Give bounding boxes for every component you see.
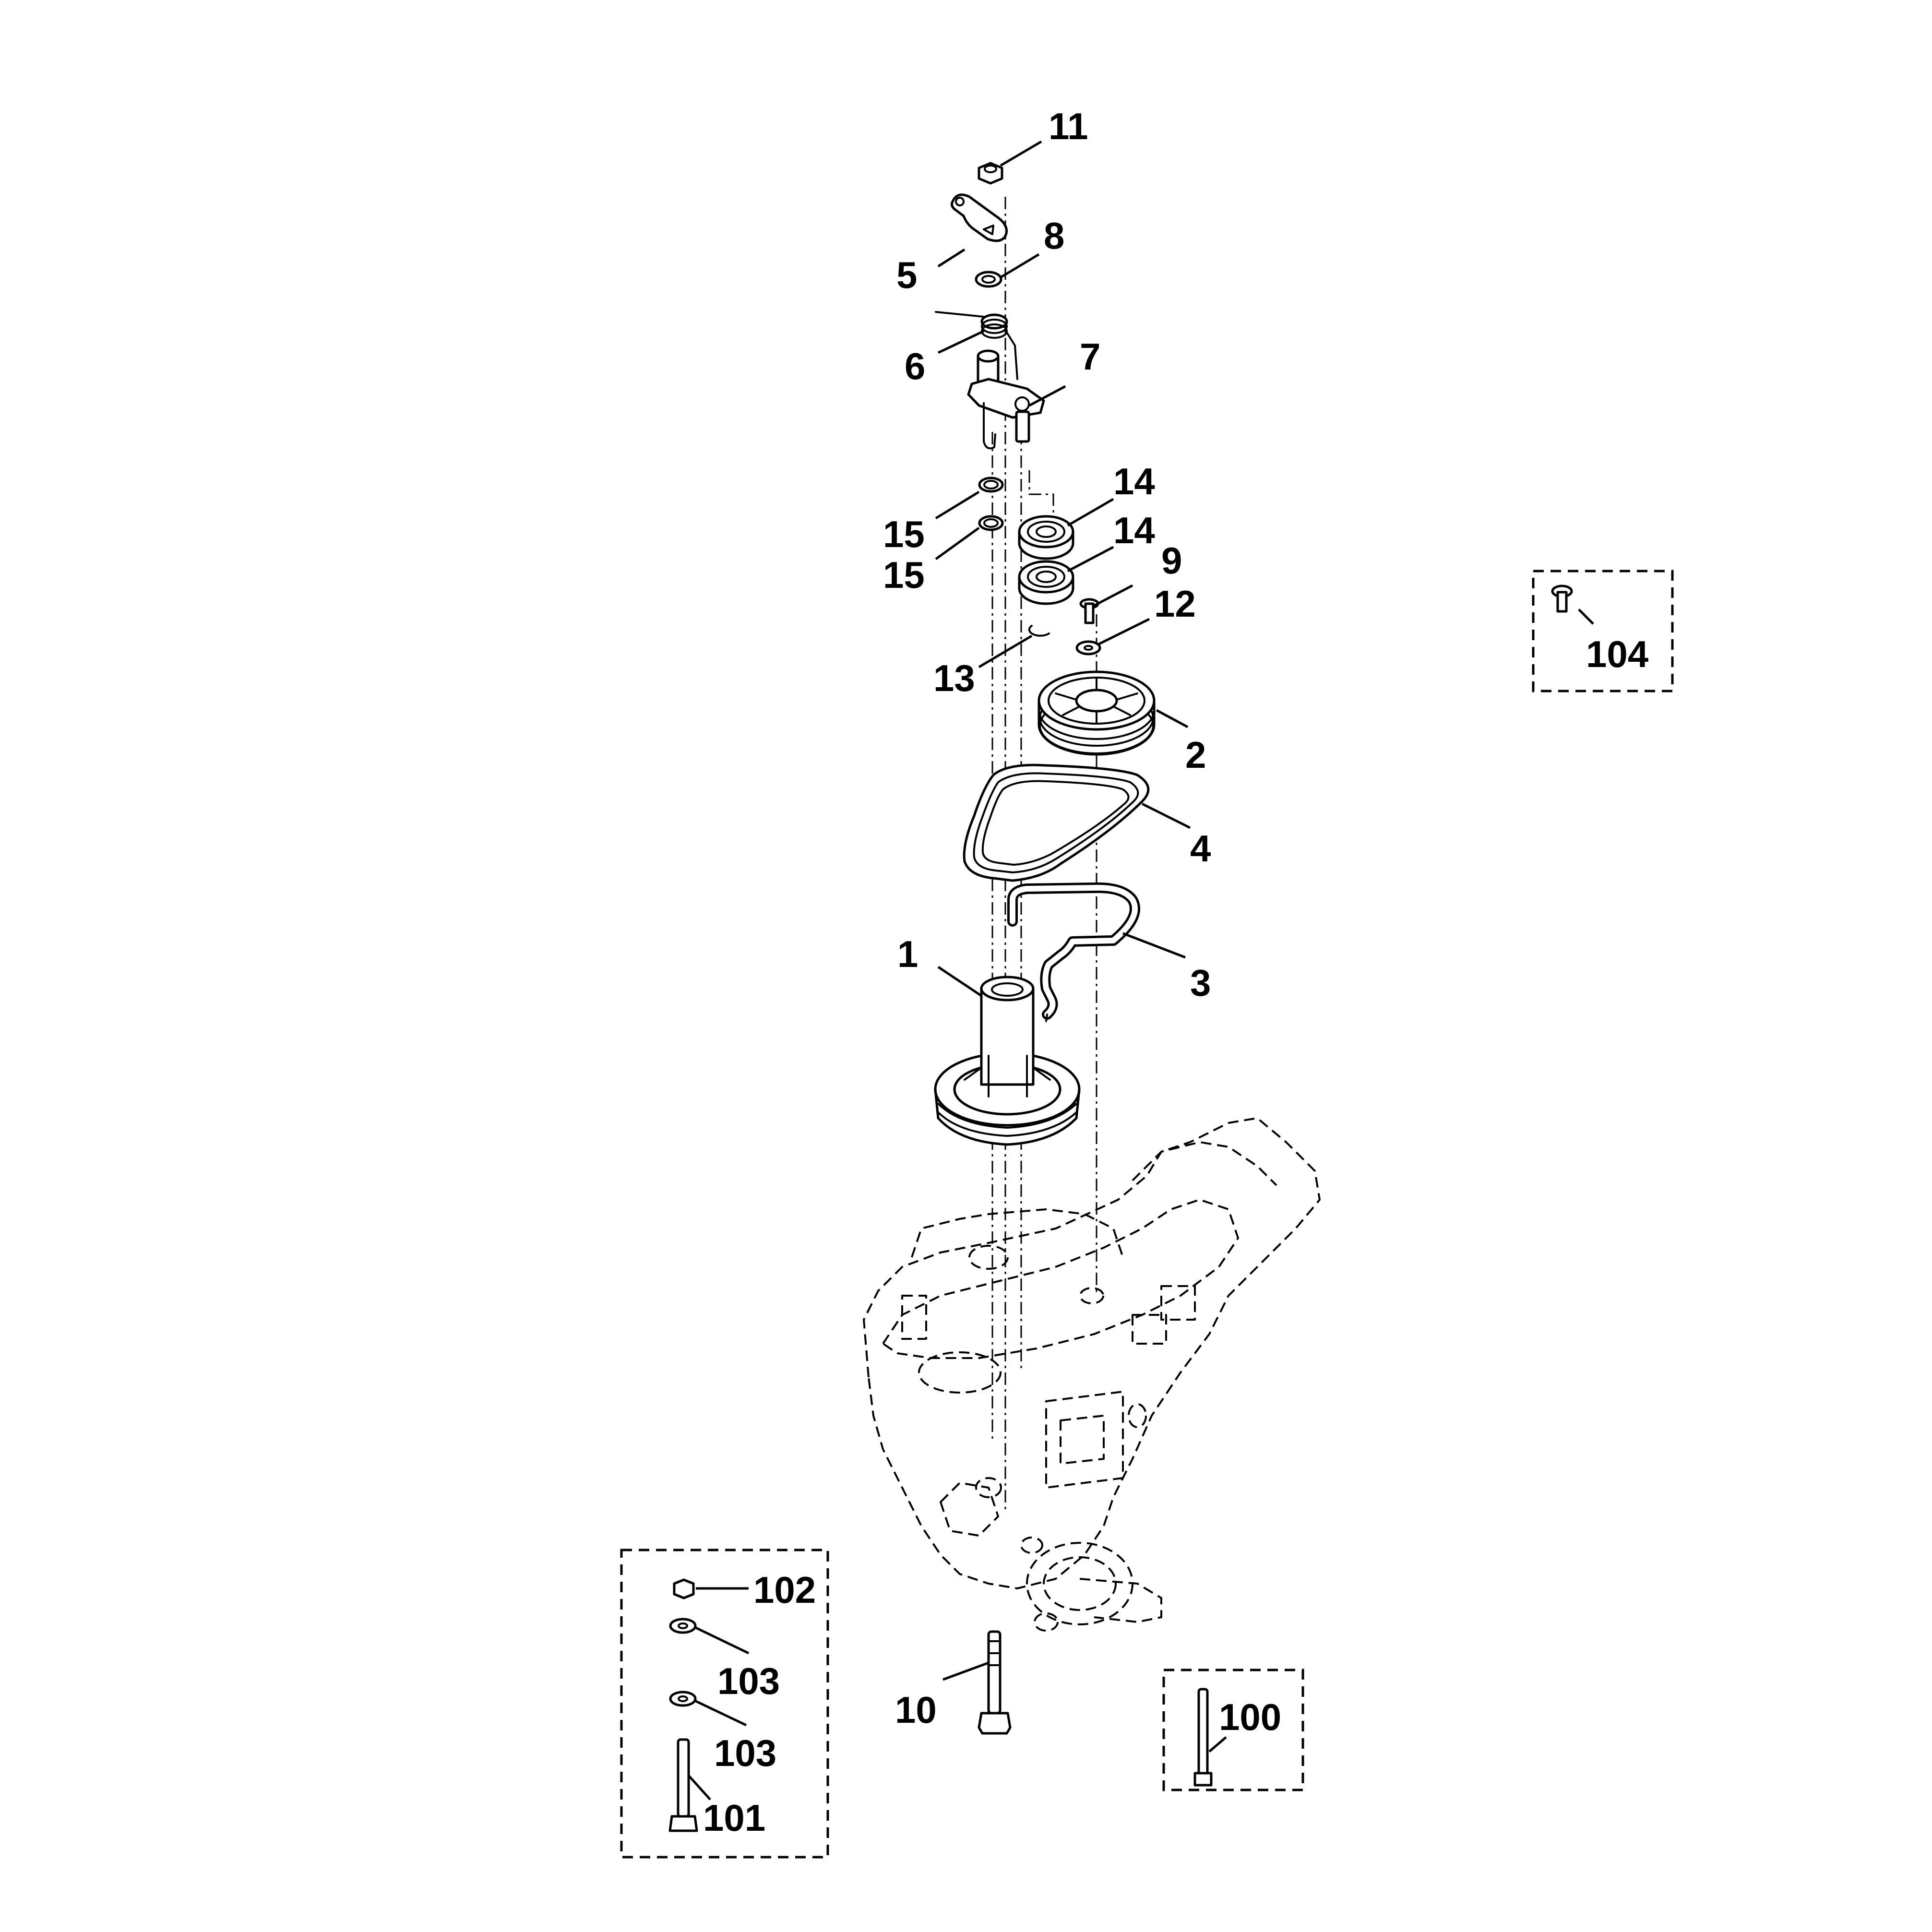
label-part-5: 5 bbox=[896, 254, 917, 296]
part-13-circlip bbox=[1028, 625, 1050, 637]
label-part-14-upper: 14 bbox=[1113, 460, 1155, 502]
label-part-8: 8 bbox=[1044, 215, 1064, 257]
label-part-11: 11 bbox=[1049, 105, 1088, 147]
label-part-9: 9 bbox=[1161, 539, 1182, 582]
label-part-3: 3 bbox=[1190, 962, 1211, 1004]
label-part-15-upper: 15 bbox=[883, 513, 925, 555]
part-5-lever bbox=[951, 193, 1008, 242]
label-part-15-lower: 15 bbox=[883, 554, 925, 596]
kit-101-103-box bbox=[620, 1549, 829, 1859]
label-part-2: 2 bbox=[1185, 734, 1206, 776]
label-part-14-lower: 14 bbox=[1113, 509, 1155, 551]
part-2-pulley bbox=[1038, 670, 1156, 756]
label-part-4: 4 bbox=[1190, 827, 1211, 870]
part-12-washer bbox=[1075, 640, 1101, 656]
part-14-bearing-upper bbox=[1018, 515, 1074, 560]
label-part-101: 101 bbox=[703, 1797, 765, 1839]
label-part-7: 7 bbox=[1080, 335, 1100, 378]
gearbox-housing-outline bbox=[863, 1117, 1321, 1632]
label-part-1: 1 bbox=[897, 933, 918, 975]
label-part-12: 12 bbox=[1154, 583, 1196, 625]
label-part-100: 100 bbox=[1219, 1696, 1281, 1738]
leader-lines bbox=[688, 140, 1594, 1801]
part-1-drive-pulley bbox=[934, 976, 1081, 1146]
part-8-washer bbox=[975, 271, 1002, 288]
part-7-tensioner-arm bbox=[967, 349, 1045, 450]
part-14-bearing-lower bbox=[1018, 560, 1074, 605]
part-11-nut bbox=[978, 162, 1003, 185]
label-part-103-lower: 103 bbox=[714, 1732, 776, 1774]
part-9-screw bbox=[1079, 598, 1099, 624]
label-part-102: 102 bbox=[753, 1569, 816, 1611]
label-part-10: 10 bbox=[895, 1689, 937, 1731]
part-4-belt bbox=[963, 763, 1150, 882]
label-part-6: 6 bbox=[905, 345, 925, 387]
label-part-13: 13 bbox=[933, 657, 975, 699]
part-15-shim-lower bbox=[978, 515, 1004, 531]
part-3-belt-guide bbox=[1007, 882, 1140, 1022]
kit-104-box bbox=[1532, 570, 1674, 692]
kit-100-box bbox=[1162, 1669, 1304, 1791]
part-number-labels: 11 5 8 6 7 14 14 15 15 9 12 13 2 4 1 3 1… bbox=[703, 105, 1648, 1839]
part-15-shim-upper bbox=[978, 477, 1004, 493]
label-part-104: 104 bbox=[1586, 633, 1648, 675]
label-part-103-upper: 103 bbox=[717, 1660, 780, 1702]
part-10-bolt bbox=[978, 1630, 1012, 1735]
